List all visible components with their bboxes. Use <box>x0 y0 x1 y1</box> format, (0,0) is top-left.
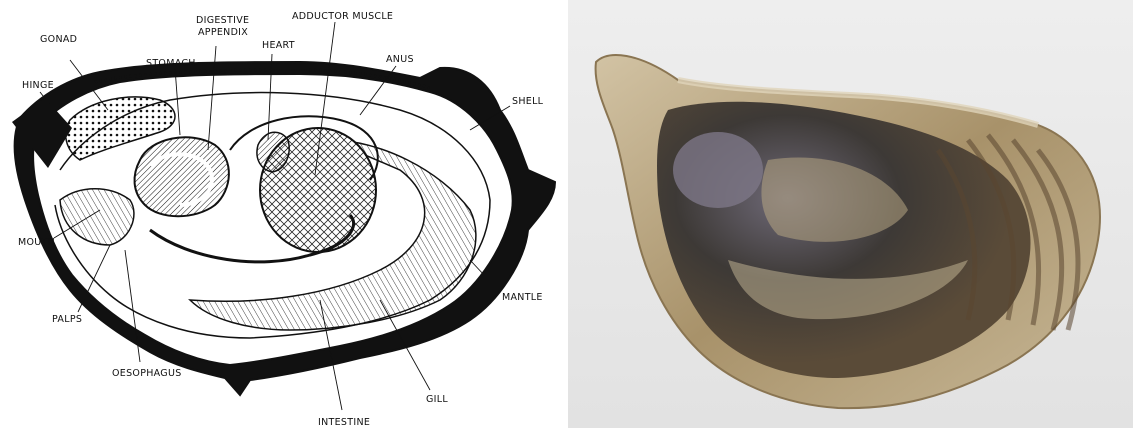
label-mantle: MANTLE <box>502 292 543 303</box>
label-shell: SHELL <box>512 96 544 107</box>
photo-svg <box>568 0 1133 428</box>
diagram-svg: GONAD HINGE DIGESTIVE APPENDIX STOMACH H… <box>0 0 560 428</box>
label-stomach: STOMACH <box>146 58 196 69</box>
label-adductor-muscle: ADDUCTOR MUSCLE <box>292 11 393 22</box>
oyster-anatomy-diagram: GONAD HINGE DIGESTIVE APPENDIX STOMACH H… <box>0 0 560 428</box>
label-gill: GILL <box>426 394 448 405</box>
label-digestive-line2: APPENDIX <box>198 27 248 38</box>
oyster-photo <box>568 0 1133 428</box>
label-digestive-line1: DIGESTIVE <box>196 15 249 26</box>
label-anus: ANUS <box>386 54 414 65</box>
label-intestine: INTESTINE <box>318 417 370 428</box>
label-digestive: DIGESTIVE APPENDIX <box>196 15 253 38</box>
label-oesophagus: OESOPHAGUS <box>112 368 182 379</box>
label-heart: HEART <box>262 40 295 51</box>
label-palps: PALPS <box>52 314 82 325</box>
label-gonad: GONAD <box>40 34 77 45</box>
label-hinge: HINGE <box>22 80 54 91</box>
photo-muscle-scar <box>673 132 763 208</box>
label-mouth: MOUTH <box>18 237 55 248</box>
